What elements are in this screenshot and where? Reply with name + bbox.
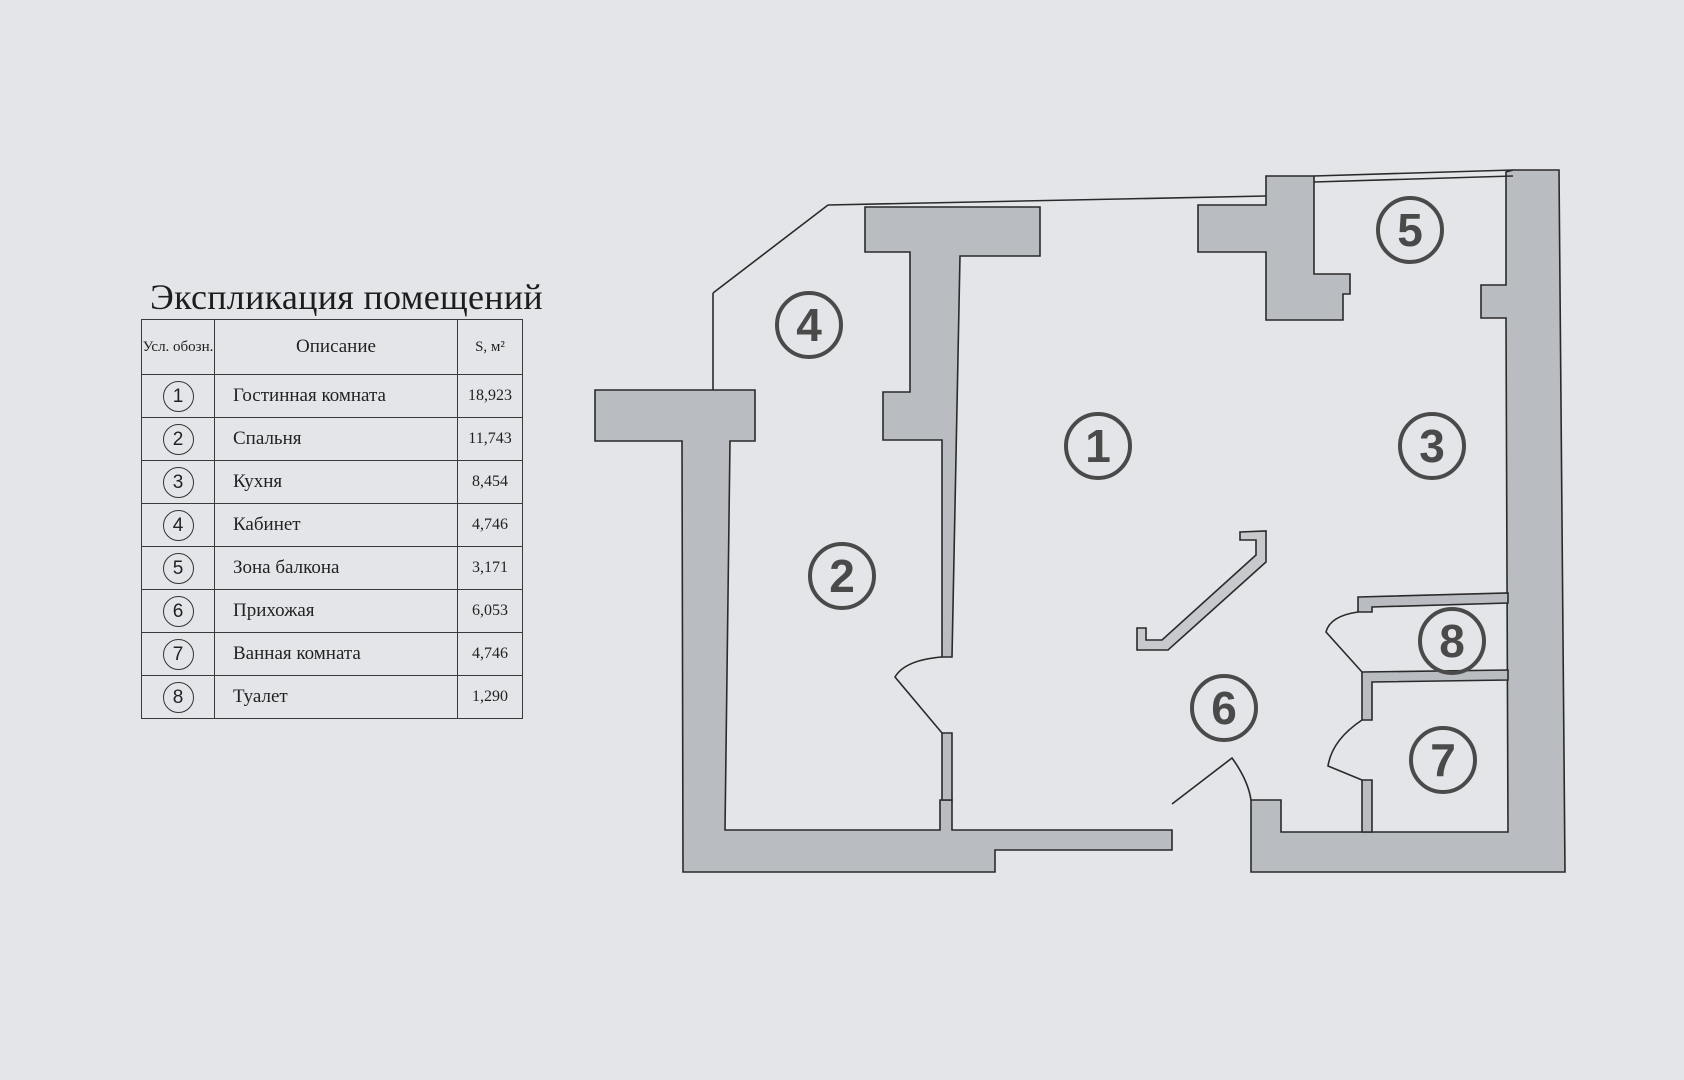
room-area: 4,746	[457, 632, 523, 676]
room-area: 3,171	[457, 546, 523, 590]
room-name: Кабинет	[214, 503, 458, 547]
room-marker-6: 6	[1190, 674, 1258, 742]
door-swing-entry	[1171, 756, 1252, 805]
wall-right-outer	[1250, 169, 1566, 873]
room-number-badge: 6	[162, 595, 194, 627]
door-swing-bath	[1327, 719, 1363, 781]
header-symbol: Усл. обозн.	[141, 319, 215, 375]
room-marker-label: 1	[1085, 420, 1111, 472]
room-name: Прихожая	[214, 589, 458, 633]
header-description: Описание	[214, 319, 458, 375]
room-area: 4,746	[457, 503, 523, 547]
room-marker-7: 7	[1409, 726, 1477, 794]
room-area: 8,454	[457, 460, 523, 504]
room-marker-label: 8	[1439, 615, 1465, 667]
wall-toilet-top	[1357, 592, 1509, 613]
wall-left-outer	[594, 389, 1173, 873]
room-number-badge: 7	[162, 638, 194, 670]
room-marker-label: 2	[829, 550, 855, 602]
table-row: 2 Спальня 11,743	[141, 417, 523, 461]
table-row: 6 Прихожая 6,053	[141, 589, 523, 633]
explication-table: Усл. обозн. Описание S, м² 1 Гостинная к…	[141, 319, 523, 719]
room-area: 11,743	[457, 417, 523, 461]
room-number-badge: 1	[162, 380, 194, 412]
kitchen-counter	[1136, 530, 1267, 651]
room-area: 18,923	[457, 374, 523, 418]
room-name: Кухня	[214, 460, 458, 504]
room-marker-3: 3	[1398, 412, 1466, 480]
room-name: Ванная комната	[214, 632, 458, 676]
room-marker-label: 5	[1397, 204, 1423, 256]
door-swing-toilet	[1325, 611, 1363, 673]
room-marker-4: 4	[775, 291, 843, 359]
wall-partition-upper	[864, 206, 1041, 658]
wall-bath-lower	[1361, 779, 1373, 833]
wall-toilet-bottom	[1361, 669, 1509, 721]
room-name: Туалет	[214, 675, 458, 719]
room-marker-label: 7	[1430, 734, 1456, 786]
room-area: 1,290	[457, 675, 523, 719]
table-row: 3 Кухня 8,454	[141, 460, 523, 504]
room-number-badge: 4	[162, 509, 194, 541]
room-marker-label: 4	[796, 299, 822, 351]
room-number-badge: 2	[162, 423, 194, 455]
plan-lines	[712, 169, 1514, 805]
room-marker-1: 1	[1064, 412, 1132, 480]
balcony-rail-line	[1313, 169, 1514, 177]
diagonal-wall-line	[712, 204, 829, 294]
room-marker-label: 6	[1211, 682, 1237, 734]
table-row: 4 Кабинет 4,746	[141, 503, 523, 547]
table-row: 8 Туалет 1,290	[141, 675, 523, 719]
table-row: 1 Гостинная комната 18,923	[141, 374, 523, 418]
room-number-badge: 5	[162, 552, 194, 584]
room-marker-2: 2	[808, 542, 876, 610]
room-area: 6,053	[457, 589, 523, 633]
door-swing-bedroom	[894, 656, 943, 734]
header-area: S, м²	[457, 319, 523, 375]
room-name: Гостинная комната	[214, 374, 458, 418]
table-header-row: Усл. обозн. Описание S, м²	[141, 319, 523, 375]
room-number-badge: 8	[162, 681, 194, 713]
room-number-badge: 3	[162, 466, 194, 498]
wall-top-pillar	[1197, 175, 1351, 321]
room-name: Зона балкона	[214, 546, 458, 590]
table-row: 5 Зона балкона 3,171	[141, 546, 523, 590]
outer-wall-top-line	[827, 195, 1267, 206]
room-marker-8: 8	[1418, 607, 1486, 675]
explication-title: Экспликация помещений	[150, 277, 543, 317]
walls	[594, 169, 1566, 873]
room-marker-5: 5	[1376, 196, 1444, 264]
room-markers: 1 2 3 4 5 6 7 8	[775, 196, 1486, 794]
balcony-rail-line	[1313, 175, 1514, 183]
wall-partition-lower	[941, 732, 953, 801]
room-marker-label: 3	[1419, 420, 1445, 472]
table-row: 7 Ванная комната 4,746	[141, 632, 523, 676]
